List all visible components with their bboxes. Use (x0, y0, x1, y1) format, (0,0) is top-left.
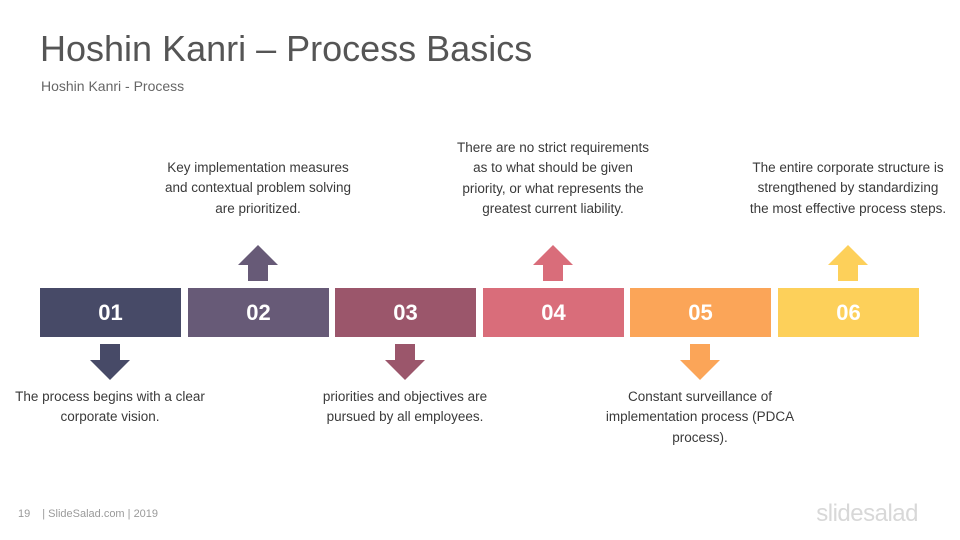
step-box-03: 03 (335, 288, 476, 337)
arrow-down-icon (90, 344, 130, 380)
step-box-01: 01 (40, 288, 181, 337)
page-subtitle: Hoshin Kanri - Process (41, 78, 185, 94)
step-description-04: There are no strict requirements as to w… (456, 140, 650, 216)
step-description-02: Key implementation measures and contextu… (164, 160, 352, 216)
step-number: 05 (688, 299, 713, 325)
page-title: Hoshin Kanri – Process Basics (40, 28, 533, 69)
step-box-04: 04 (483, 288, 624, 337)
arrow-up-icon (828, 245, 868, 281)
arrow-down-icon (385, 344, 425, 380)
page-number: 19 (18, 508, 31, 520)
step-box-05: 05 (630, 288, 771, 337)
step-number: 06 (836, 299, 861, 325)
step-description-03: priorities and objectives are pursued by… (322, 389, 488, 425)
footer-credit: | SlideSalad.com | 2019 (42, 508, 159, 520)
footer: 19 | SlideSalad.com | 2019 (18, 508, 158, 520)
step-description-01: The process begins with a clear corporat… (15, 389, 205, 425)
arrow-up-icon (533, 245, 573, 281)
step-description-05: Constant surveillance of implementation … (605, 389, 795, 445)
brand-logo: slidesalad (816, 500, 918, 527)
step-box-06: 06 (778, 288, 919, 337)
step-number: 03 (393, 299, 418, 325)
step-number: 04 (541, 299, 566, 325)
step-description-06: The entire corporate structure is streng… (749, 160, 947, 216)
step-number: 01 (98, 299, 123, 325)
step-number: 02 (246, 299, 271, 325)
arrow-up-icon (238, 245, 278, 281)
arrow-down-icon (680, 344, 720, 380)
step-box-02: 02 (188, 288, 329, 337)
